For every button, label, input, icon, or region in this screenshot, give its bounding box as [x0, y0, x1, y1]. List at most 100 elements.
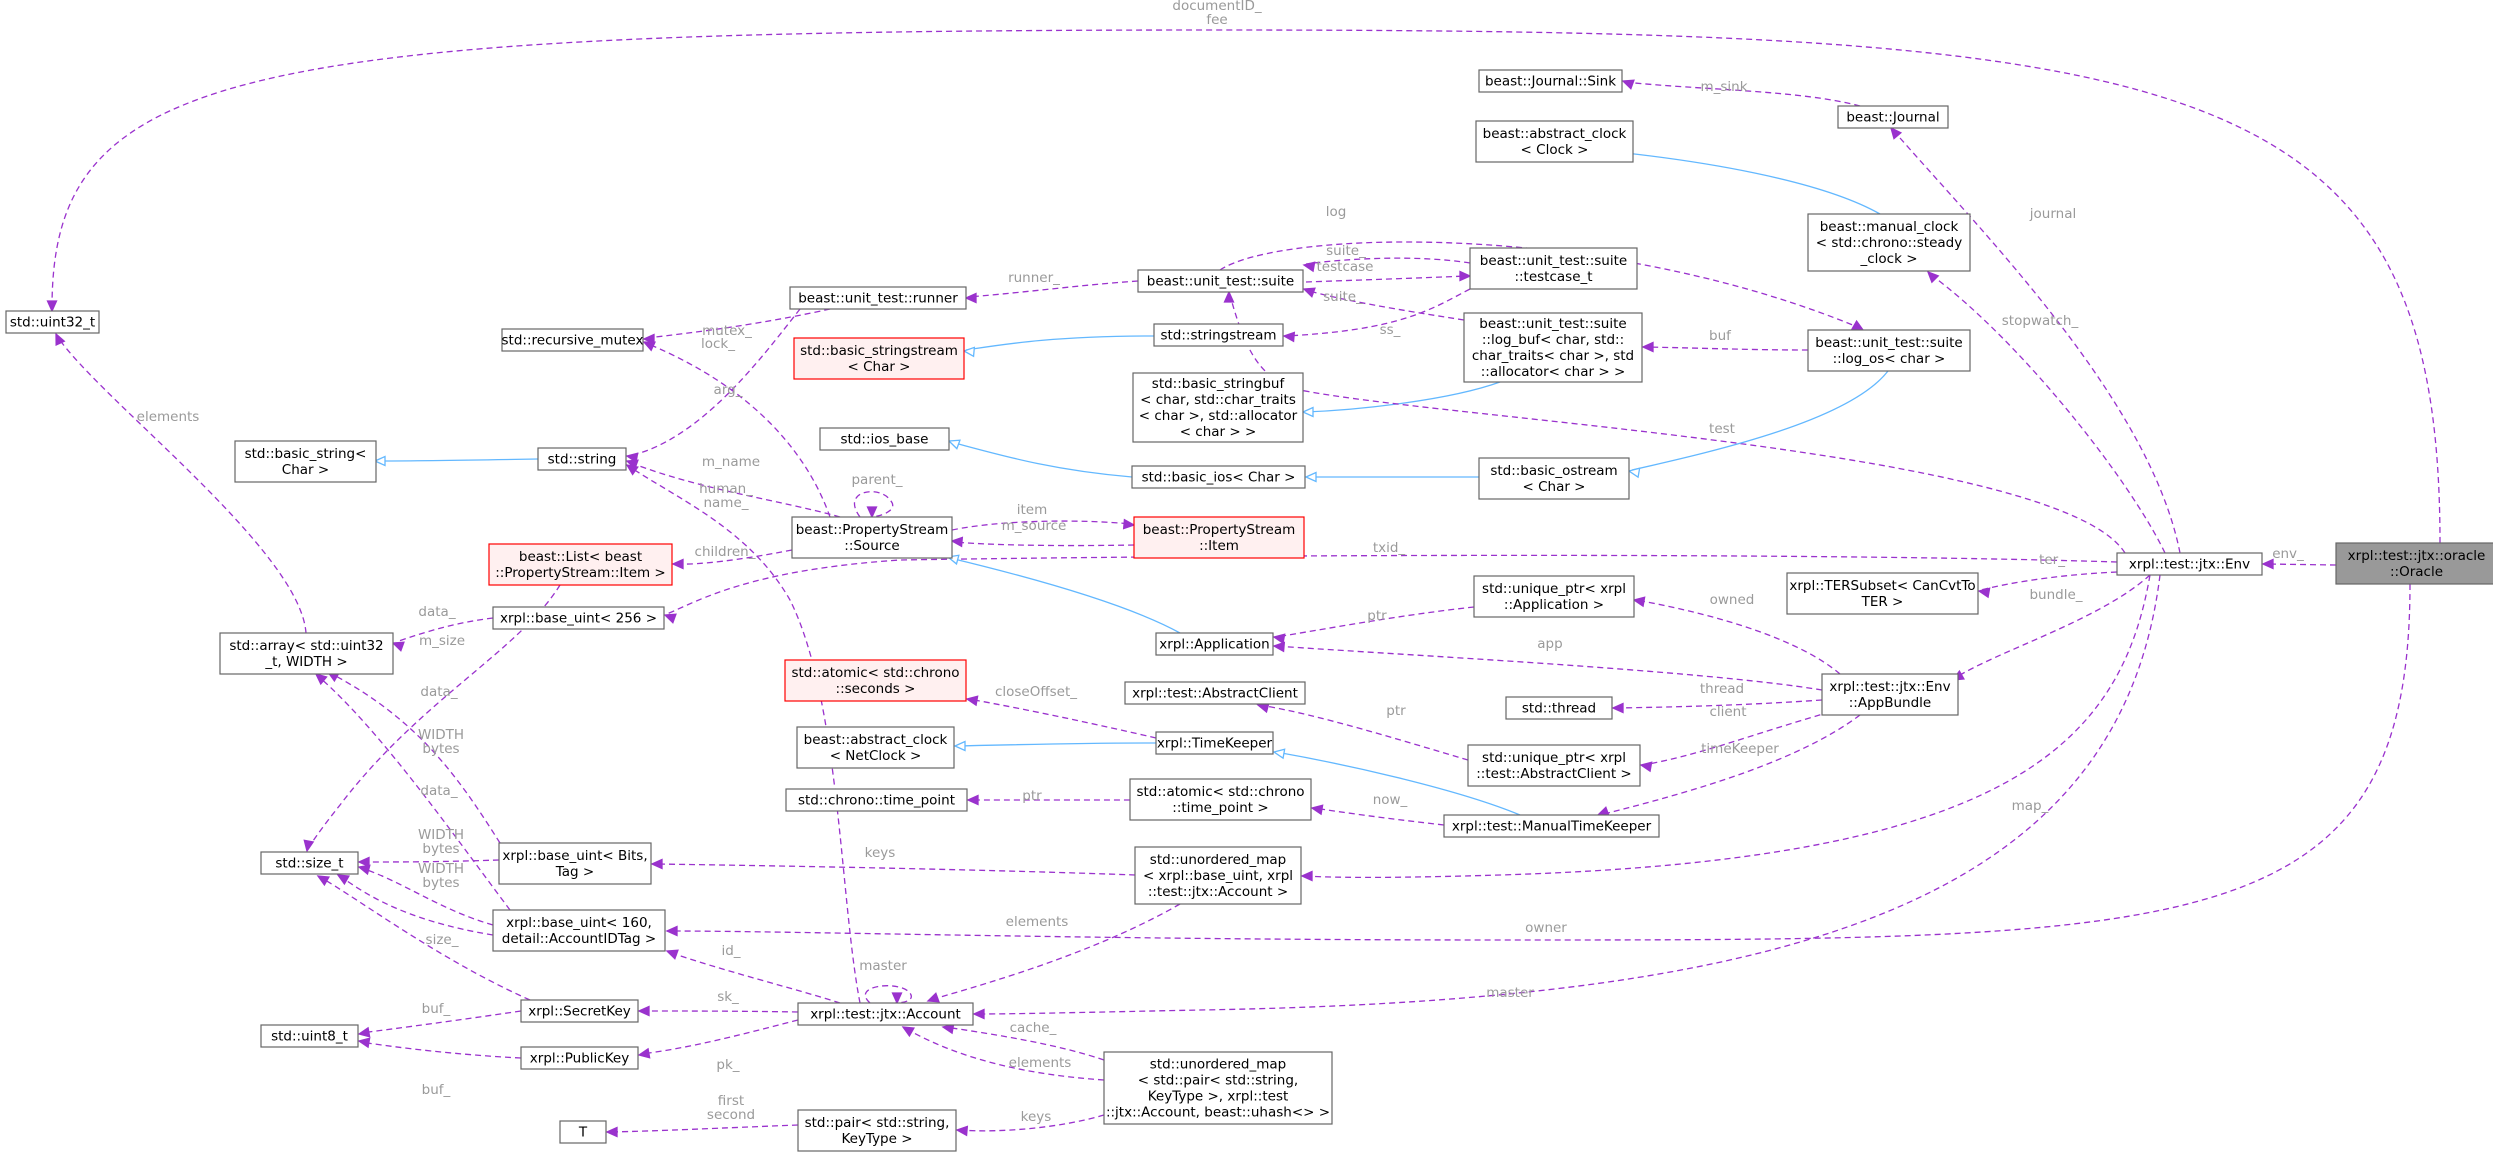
class-node-baseuintbits[interactable]: xrpl::base_uint< Bits,Tag >	[498, 842, 652, 885]
class-node-label: xrpl::test::jtx::Account	[810, 1007, 961, 1023]
class-node-label: beast::unit_test::suite	[1147, 274, 1294, 290]
edge-arrowhead	[966, 794, 979, 806]
class-node-label: < xrpl::base_uint, xrpl	[1143, 868, 1293, 884]
class-node-atomicsec[interactable]: std::atomic< std::chrono::seconds >	[784, 659, 967, 702]
class-node-uptrclient[interactable]: std::unique_ptr< xrpl::test::AbstractCli…	[1467, 744, 1641, 787]
edge-arrowhead	[926, 992, 940, 1003]
class-node-absclocknet[interactable]: beast::abstract_clock< NetClock >	[796, 726, 955, 769]
usage-edge	[1272, 606, 1475, 645]
class-node-label: xrpl::SecretKey	[528, 1004, 631, 1020]
class-node-thread[interactable]: std::thread	[1505, 696, 1613, 720]
class-node-appbundle[interactable]: xrpl::test::jtx::Env::AppBundle	[1821, 673, 1959, 716]
class-node-uint32[interactable]: std::uint32_t	[5, 310, 100, 334]
inheritance-edge	[1301, 381, 1501, 418]
edge-arrowhead	[357, 1037, 371, 1049]
class-node-uptrapp[interactable]: std::unique_ptr< xrpl::Application >	[1473, 575, 1635, 618]
class-node-umap2[interactable]: std::unordered_map< std::pair< std::stri…	[1103, 1051, 1333, 1125]
class-node-sizet[interactable]: std::size_t	[260, 851, 359, 875]
class-node-env[interactable]: xrpl::test::jtx::Env	[2116, 552, 2263, 576]
class-node-stringstream[interactable]: std::stringstream	[1153, 323, 1284, 347]
edge-label: runner_	[1008, 270, 1060, 286]
class-node-basicios[interactable]: std::basic_ios< Char >	[1131, 465, 1306, 489]
edge-label: buf	[1709, 328, 1732, 344]
edge-label: elements	[137, 409, 200, 425]
class-node-sink[interactable]: beast::Journal::Sink	[1478, 69, 1623, 93]
class-node-label: xrpl::base_uint< Bits,	[502, 848, 647, 864]
class-node-basicss[interactable]: std::basic_stringstream< Char >	[793, 337, 965, 380]
class-node-absclock[interactable]: beast::abstract_clock< Clock >	[1475, 120, 1634, 163]
class-node-string[interactable]: std::string	[537, 447, 627, 471]
edge-label: WIDTH	[418, 861, 464, 877]
class-node-basicostream[interactable]: std::basic_ostream< Char >	[1478, 457, 1630, 500]
inheritance-edge	[962, 335, 1155, 358]
usage-edge	[1632, 596, 1841, 675]
edge-arrowhead	[947, 439, 961, 450]
edge-arrowhead	[964, 292, 977, 304]
class-node-logbuf[interactable]: beast::unit_test::suite::log_buf< char, …	[1463, 312, 1643, 383]
class-node-oracle[interactable]: xrpl::test::jtx::oracle::Oracle	[2335, 542, 2493, 585]
usage-edge	[1639, 711, 1831, 773]
class-node-absclient[interactable]: xrpl::test::AbstractClient	[1124, 681, 1306, 705]
edge-label: item	[1017, 502, 1048, 518]
class-node-runner[interactable]: beast::unit_test::runner	[789, 286, 967, 310]
class-node-manclock[interactable]: beast::manual_clock< std::chrono::steady…	[1807, 213, 1971, 272]
class-node-publickey[interactable]: xrpl::PublicKey	[520, 1046, 639, 1070]
usage-edge	[625, 464, 861, 1004]
class-node-suite[interactable]: beast::unit_test::suite	[1137, 269, 1304, 293]
class-node-logos[interactable]: beast::unit_test::suite::log_os< char >	[1807, 329, 1971, 372]
class-node-testcase[interactable]: beast::unit_test::suite::testcase_t	[1469, 247, 1638, 290]
class-node-recmutex[interactable]: std::recursive_mutex	[501, 328, 644, 352]
usage-edge	[1272, 641, 1823, 691]
class-node-uint8[interactable]: std::uint8_t	[260, 1024, 359, 1048]
usage-edge	[55, 332, 307, 634]
class-node-atomictp[interactable]: std::atomic< std::chrono::time_point >	[1129, 778, 1312, 821]
class-node-label: std::basic_stringstream	[800, 343, 958, 359]
edge-arrowhead	[336, 874, 350, 886]
edge-arrowhead	[650, 858, 663, 870]
class-node-basicstring[interactable]: std::basic_string<Char >	[234, 440, 377, 483]
class-node-timekeeper[interactable]: xrpl::TimeKeeper	[1155, 731, 1274, 755]
edge-label: bundle_	[2029, 587, 2082, 603]
edge-label: txid_	[1373, 540, 1406, 556]
usage-edge	[964, 280, 1139, 304]
edge-label: fee	[1206, 12, 1227, 28]
edge-label: timeKeeper	[1701, 741, 1779, 757]
edge-arrowhead	[972, 1008, 985, 1020]
class-node-stdarray[interactable]: std::array< std::uint32_t, WIDTH >	[219, 632, 394, 675]
edge-arrowhead	[1302, 261, 1316, 273]
edge-label: human_	[699, 481, 753, 497]
class-node-label: ::jtx::Account, beast::uhash<> >	[1106, 1105, 1330, 1121]
class-node-list[interactable]: beast::List< beast::PropertyStream::Item…	[488, 543, 673, 586]
class-node-pair[interactable]: std::pair< std::string, KeyType >	[797, 1109, 957, 1152]
class-node-timepoint[interactable]: std::chrono::time_point	[785, 788, 968, 812]
edge-label: arg_	[714, 382, 743, 398]
class-node-iosbase[interactable]: std::ios_base	[819, 427, 950, 451]
usage-edge	[637, 1019, 799, 1059]
class-node-mtk[interactable]: xrpl::test::ManualTimeKeeper	[1443, 814, 1660, 838]
class-node-umap1[interactable]: std::unordered_map< xrpl::base_uint, xrp…	[1134, 846, 1302, 905]
inheritance-edge	[1592, 145, 1881, 215]
class-node-journal[interactable]: beast::Journal	[1837, 105, 1949, 129]
edge-arrowhead	[637, 1047, 651, 1059]
class-node-secretkey[interactable]: xrpl::SecretKey	[520, 999, 639, 1023]
usage-edge	[1256, 702, 1469, 761]
class-node-psitem[interactable]: beast::PropertyStream::Item	[1133, 516, 1305, 559]
class-node-account[interactable]: xrpl::test::jtx::Account	[797, 1002, 974, 1026]
usage-edge	[972, 574, 2161, 1020]
usage-edge	[950, 536, 1135, 548]
class-node-label: xrpl::test::AbstractClient	[1132, 686, 1298, 702]
usage-edge	[642, 308, 831, 345]
class-node-label: std::chrono::time_point	[798, 793, 955, 809]
usage-edge	[966, 794, 1130, 806]
class-node-basicstringbuf[interactable]: std::basic_stringbuf< char, std::char_tr…	[1132, 372, 1304, 443]
class-node-baseuint160[interactable]: xrpl::base_uint< 160,detail::AccountIDTa…	[492, 909, 666, 952]
usage-edge	[336, 874, 494, 936]
edge-label: owned	[1710, 592, 1755, 608]
class-node-label: ::seconds >	[836, 681, 916, 697]
class-node-baseuint256[interactable]: xrpl::base_uint< 256 >	[492, 606, 665, 630]
class-node-T[interactable]: T	[559, 1120, 607, 1144]
class-node-application[interactable]: xrpl::Application	[1155, 632, 1274, 656]
class-node-pssource[interactable]: beast::PropertyStream::Source	[791, 516, 953, 559]
edge-arrowhead	[671, 558, 684, 570]
